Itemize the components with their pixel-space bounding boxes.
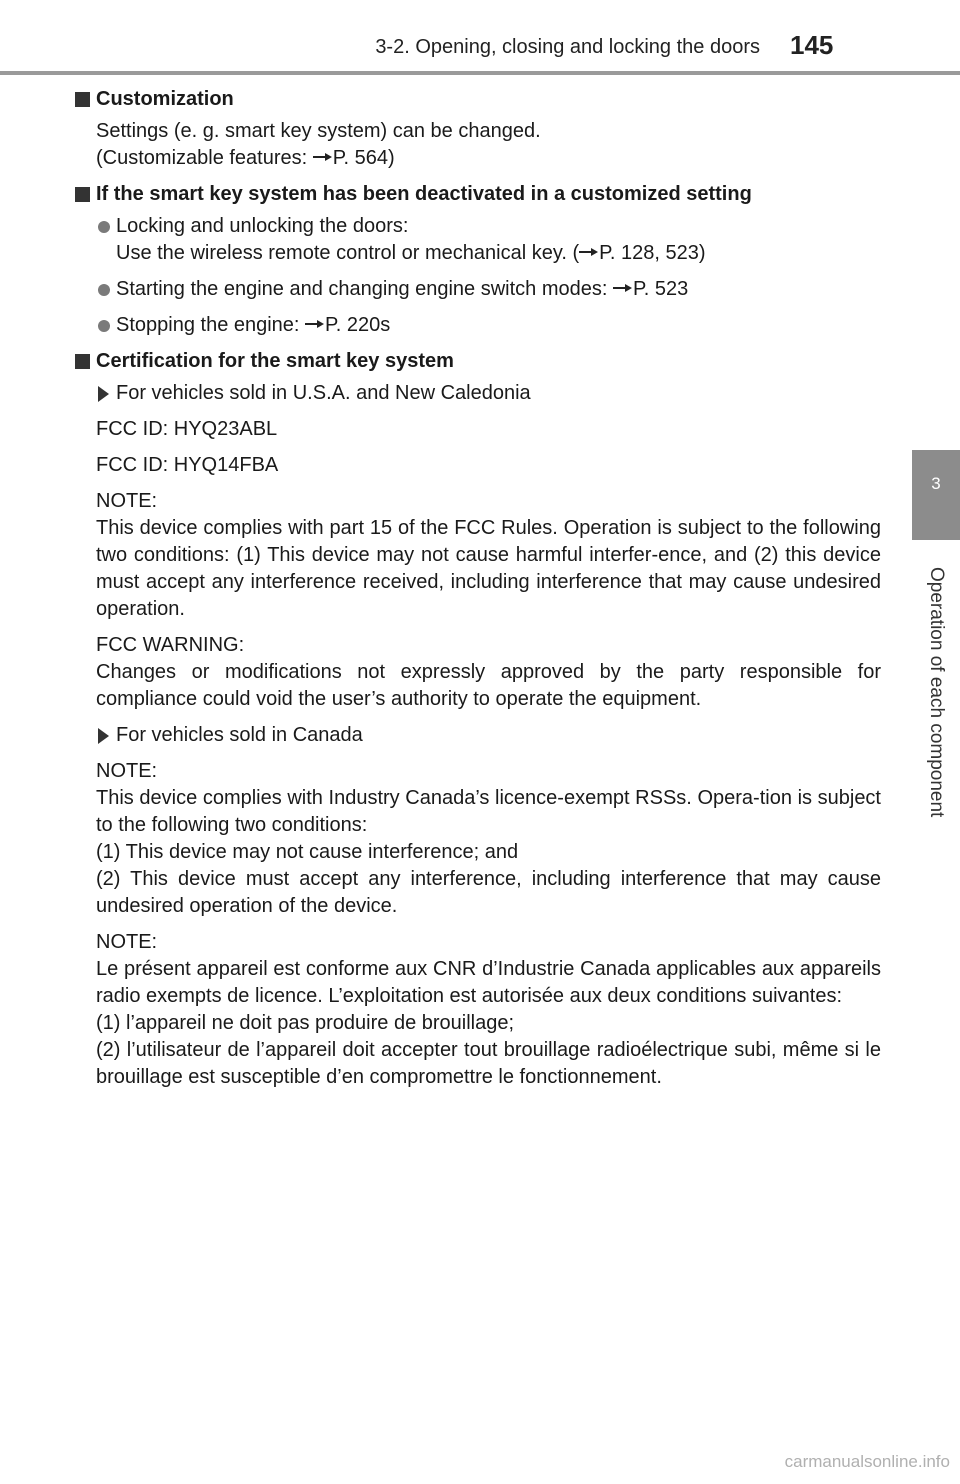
section-heading-deactivated: If the smart key system has been deactiv… [75, 181, 881, 208]
fcc-note: NOTE: This device complies with part 15 … [75, 488, 881, 623]
subheading-text: For vehicles sold in Canada [116, 724, 363, 746]
round-bullet-icon [98, 221, 110, 233]
note-condition-1: (1) This device may not cause interferen… [96, 841, 519, 863]
note-label: NOTE: [96, 931, 158, 953]
page-content: Customization Settings (e. g. smart key … [75, 86, 881, 1100]
customization-line-1: Settings (e. g. smart key system) can be… [96, 120, 541, 142]
fcc-id-2: FCC ID: HYQ14FBA [96, 454, 279, 476]
section-title: 3-2. Opening, closing and locking the do… [375, 36, 760, 58]
page-reference-link[interactable]: P. 220s [325, 314, 391, 336]
note-condition-2: (2) This device must accept any interfer… [96, 868, 881, 917]
fcc-warning: FCC WARNING: Changes or modifications no… [75, 632, 881, 713]
chapter-label-strip [912, 540, 960, 845]
page-reference-link[interactable]: P. 564) [332, 147, 395, 169]
text-segment: Stopping the engine: [116, 314, 306, 336]
heading-text: Customization [96, 88, 234, 110]
bullet-title: Locking and unlocking the doors: [116, 215, 409, 237]
note-text: This device complies with part 15 of the… [96, 517, 881, 620]
list-item: Locking and unlocking the doors: Use the… [75, 213, 881, 267]
chapter-title: Operation of each component [926, 567, 947, 818]
heading-text: If the smart key system has been deactiv… [96, 183, 752, 205]
section-heading-certification: Certification for the smart key system [75, 348, 881, 375]
page-reference-link[interactable]: P. 128, 523) [599, 242, 706, 264]
round-bullet-icon [98, 320, 110, 332]
text-segment: Starting the engine and changing engine … [116, 278, 614, 300]
list-item: Starting the engine and changing engine … [75, 276, 881, 303]
section-heading-customization: Customization [75, 86, 881, 113]
chapter-label-container: Operation of each component [912, 540, 960, 845]
note-text: Le présent appareil est conforme aux CNR… [96, 958, 881, 1007]
triangle-bullet-icon [98, 728, 109, 744]
chapter-number: 3 [931, 474, 941, 493]
warning-text: Changes or modifications not expressly a… [96, 661, 881, 710]
bullet-text: Use the wireless remote control or mecha… [116, 240, 881, 267]
arrow-right-icon [579, 247, 599, 257]
subheading-us: For vehicles sold in U.S.A. and New Cale… [75, 380, 881, 407]
watermark: carmanualsonline.info [784, 1452, 950, 1471]
arrow-right-icon [312, 152, 333, 162]
page-reference-link[interactable]: P. 523 [633, 278, 689, 300]
list-item: Stopping the engine: P. 220s [75, 312, 881, 339]
square-bullet-icon [75, 354, 90, 369]
chapter-tab [912, 450, 960, 540]
arrow-right-icon [305, 319, 325, 329]
canada-note-fr: NOTE: Le présent appareil est conforme a… [75, 929, 881, 1091]
customization-body: Settings (e. g. smart key system) can be… [75, 118, 881, 172]
triangle-bullet-icon [98, 386, 109, 402]
fcc-id-1: FCC ID: HYQ23ABL [96, 418, 278, 440]
subheading-text: For vehicles sold in U.S.A. and New Cale… [116, 382, 531, 404]
arrow-right-icon [613, 283, 633, 293]
round-bullet-icon [98, 284, 110, 296]
customization-line-2: (Customizable features: P. 564) [96, 145, 881, 172]
note-text: This device complies with Industry Canad… [96, 787, 881, 836]
page-number: 145 [790, 30, 834, 60]
note-label: NOTE: [96, 760, 158, 782]
note-condition-1: (1) l’appareil ne doit pas produire de b… [96, 1012, 515, 1034]
note-label: NOTE: [96, 490, 158, 512]
warning-label: FCC WARNING: [96, 634, 245, 656]
subheading-canada: For vehicles sold in Canada [75, 722, 881, 749]
canada-note-en: NOTE: This device complies with Industry… [75, 758, 881, 920]
text-segment: Use the wireless remote control or mecha… [116, 242, 580, 264]
header-divider [0, 71, 960, 75]
square-bullet-icon [75, 187, 90, 202]
note-condition-2: (2) l’utilisateur de l’appareil doit acc… [96, 1039, 881, 1088]
text-segment: (Customizable features: [96, 147, 313, 169]
heading-text: Certification for the smart key system [96, 350, 454, 372]
square-bullet-icon [75, 92, 90, 107]
